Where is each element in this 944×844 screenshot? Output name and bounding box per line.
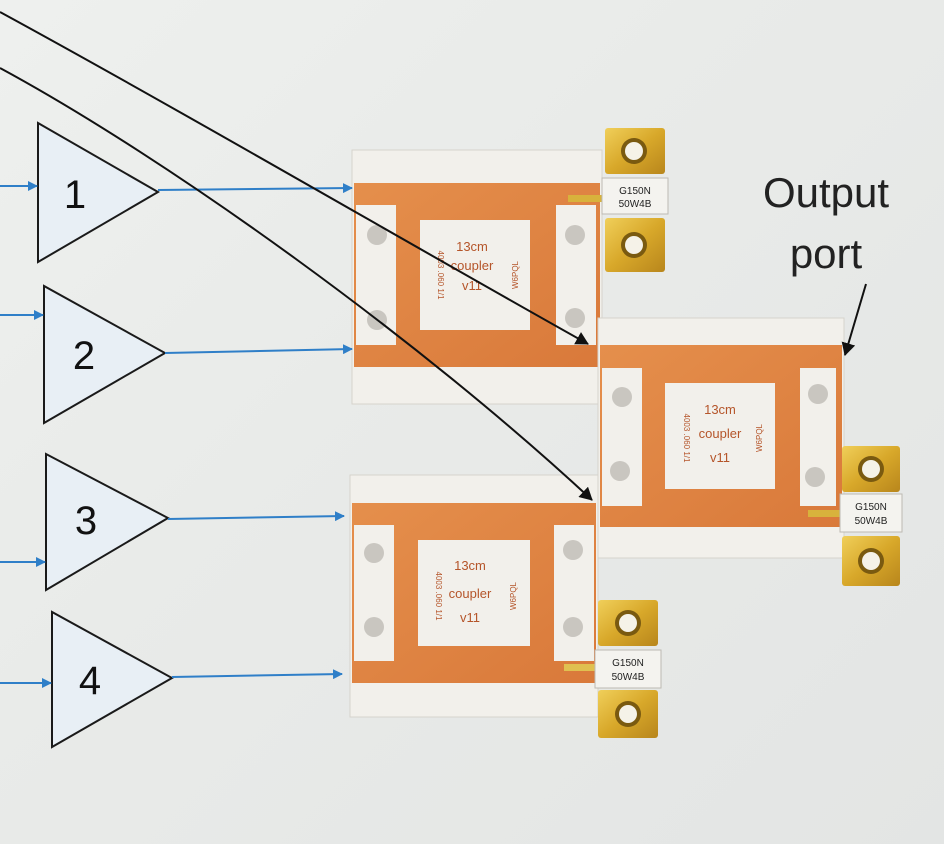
coupler-subtitle: coupler (699, 426, 742, 441)
mount-hole (563, 540, 583, 560)
resistor-part-number: G150N (855, 502, 887, 513)
coupler-subtitle: coupler (451, 258, 494, 273)
output-port-label-line1: Output (763, 169, 889, 216)
resistor-body (839, 493, 903, 533)
coupler-board-3: 13cm coupler v11 4003 .060 1/1 W6PQL G15… (349, 474, 662, 738)
mount-hole (565, 225, 585, 245)
resistor-lead (564, 664, 604, 671)
coupler-maker-text: W6PQL (509, 581, 518, 610)
amplifier-label: 4 (79, 659, 101, 703)
resistor-hole (619, 705, 637, 723)
output-arrow-3 (167, 511, 345, 522)
label-window (418, 540, 530, 646)
resistor-lead (808, 510, 848, 517)
board-edge-strip (354, 367, 600, 402)
resistor-body (594, 649, 662, 689)
output-arrow-2 (164, 344, 353, 355)
resistor-hole (862, 552, 880, 570)
mount-hole (364, 617, 384, 637)
resistor-hole (862, 460, 880, 478)
signal-arrows (0, 181, 353, 688)
label-window (420, 220, 530, 330)
coupler-side-text: 4003 .060 1/1 (682, 414, 691, 463)
amplifier-1: 1 (37, 121, 160, 264)
mount-hole (367, 225, 387, 245)
mount-hole (808, 384, 828, 404)
board-edge-strip (352, 683, 596, 715)
output-arrow-1 (157, 183, 353, 194)
pointer-line-lower (0, 67, 593, 501)
label-window (665, 383, 775, 489)
coupler-subtitle: coupler (449, 586, 492, 601)
coupler-board-1: 13cm coupler v11 4003 .060 1/1 W6PQL G15… (351, 128, 669, 405)
amplifier-2: 2 (43, 284, 168, 425)
resistor-rating: 50W4B (612, 672, 645, 683)
coupler-title: 13cm (456, 239, 488, 254)
coupler-side-text: 4003 .060 1/1 (436, 251, 445, 300)
pointer-line-upper (0, 11, 589, 345)
resistor-hole (619, 614, 637, 632)
amplifier-triangle (51, 610, 175, 749)
output-arrow-4 (171, 669, 343, 680)
resistor-lead (568, 195, 608, 202)
amplifier-label: 1 (64, 173, 86, 217)
coupler-version: v11 (710, 450, 730, 465)
resistor-rating: 50W4B (619, 199, 652, 210)
board-edge-strip (600, 527, 842, 557)
amplifier-label: 3 (75, 499, 97, 543)
mount-hole (563, 617, 583, 637)
amplifier-4: 4 (51, 610, 175, 749)
amplifier-triangle (37, 121, 160, 264)
coupler-title: 13cm (454, 558, 486, 573)
coupler-version: v11 (462, 278, 482, 293)
coupler-board-2: 13cm coupler v11 4003 .060 1/1 W6PQL G15… (597, 317, 903, 586)
coupler-maker-text: W6PQL (755, 423, 764, 452)
amplifier-triangle (43, 284, 168, 425)
resistor-part-number: G150N (619, 186, 651, 197)
output-port-pointer (841, 283, 867, 356)
amplifier-triangle (45, 452, 171, 592)
mount-hole (364, 543, 384, 563)
resistor-part-number: G150N (612, 658, 644, 669)
coupler-title: 13cm (704, 402, 736, 417)
resistor-hole (625, 142, 643, 160)
coupler-maker-text: W6PQL (511, 260, 520, 289)
mount-hole (612, 387, 632, 407)
pointer-arrows (0, 11, 867, 501)
coupler-side-text: 4003 .060 1/1 (434, 572, 443, 621)
resistor-body (601, 177, 669, 215)
mount-hole (805, 467, 825, 487)
resistor-hole (625, 236, 643, 254)
mount-hole (610, 461, 630, 481)
resistor-rating: 50W4B (855, 516, 888, 527)
amplifier-3: 3 (45, 452, 171, 592)
amplifier-label: 2 (73, 334, 95, 378)
coupler-version: v11 (460, 610, 480, 625)
output-port-label-line2: port (790, 230, 863, 277)
mount-hole (565, 308, 585, 328)
